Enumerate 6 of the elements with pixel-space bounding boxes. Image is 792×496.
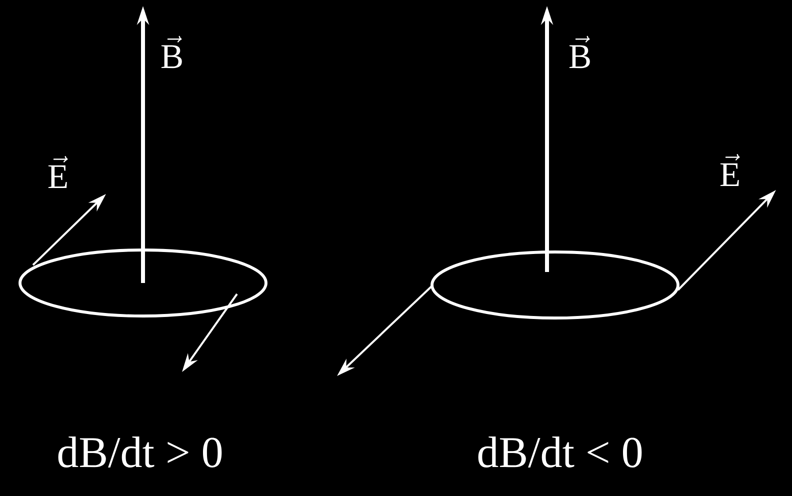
field-label: $\vec{\mathrm{E}}$: [48, 156, 68, 188]
field-label: $\vec{\mathrm{B}}$: [161, 36, 182, 68]
field-label: $\vec{\mathrm{B}}$: [569, 36, 590, 68]
caption: dB/dt < 0: [478, 436, 642, 468]
field-label: $\vec{\mathrm{E}}$: [720, 154, 740, 186]
caption: dB/dt > 0: [58, 436, 222, 468]
